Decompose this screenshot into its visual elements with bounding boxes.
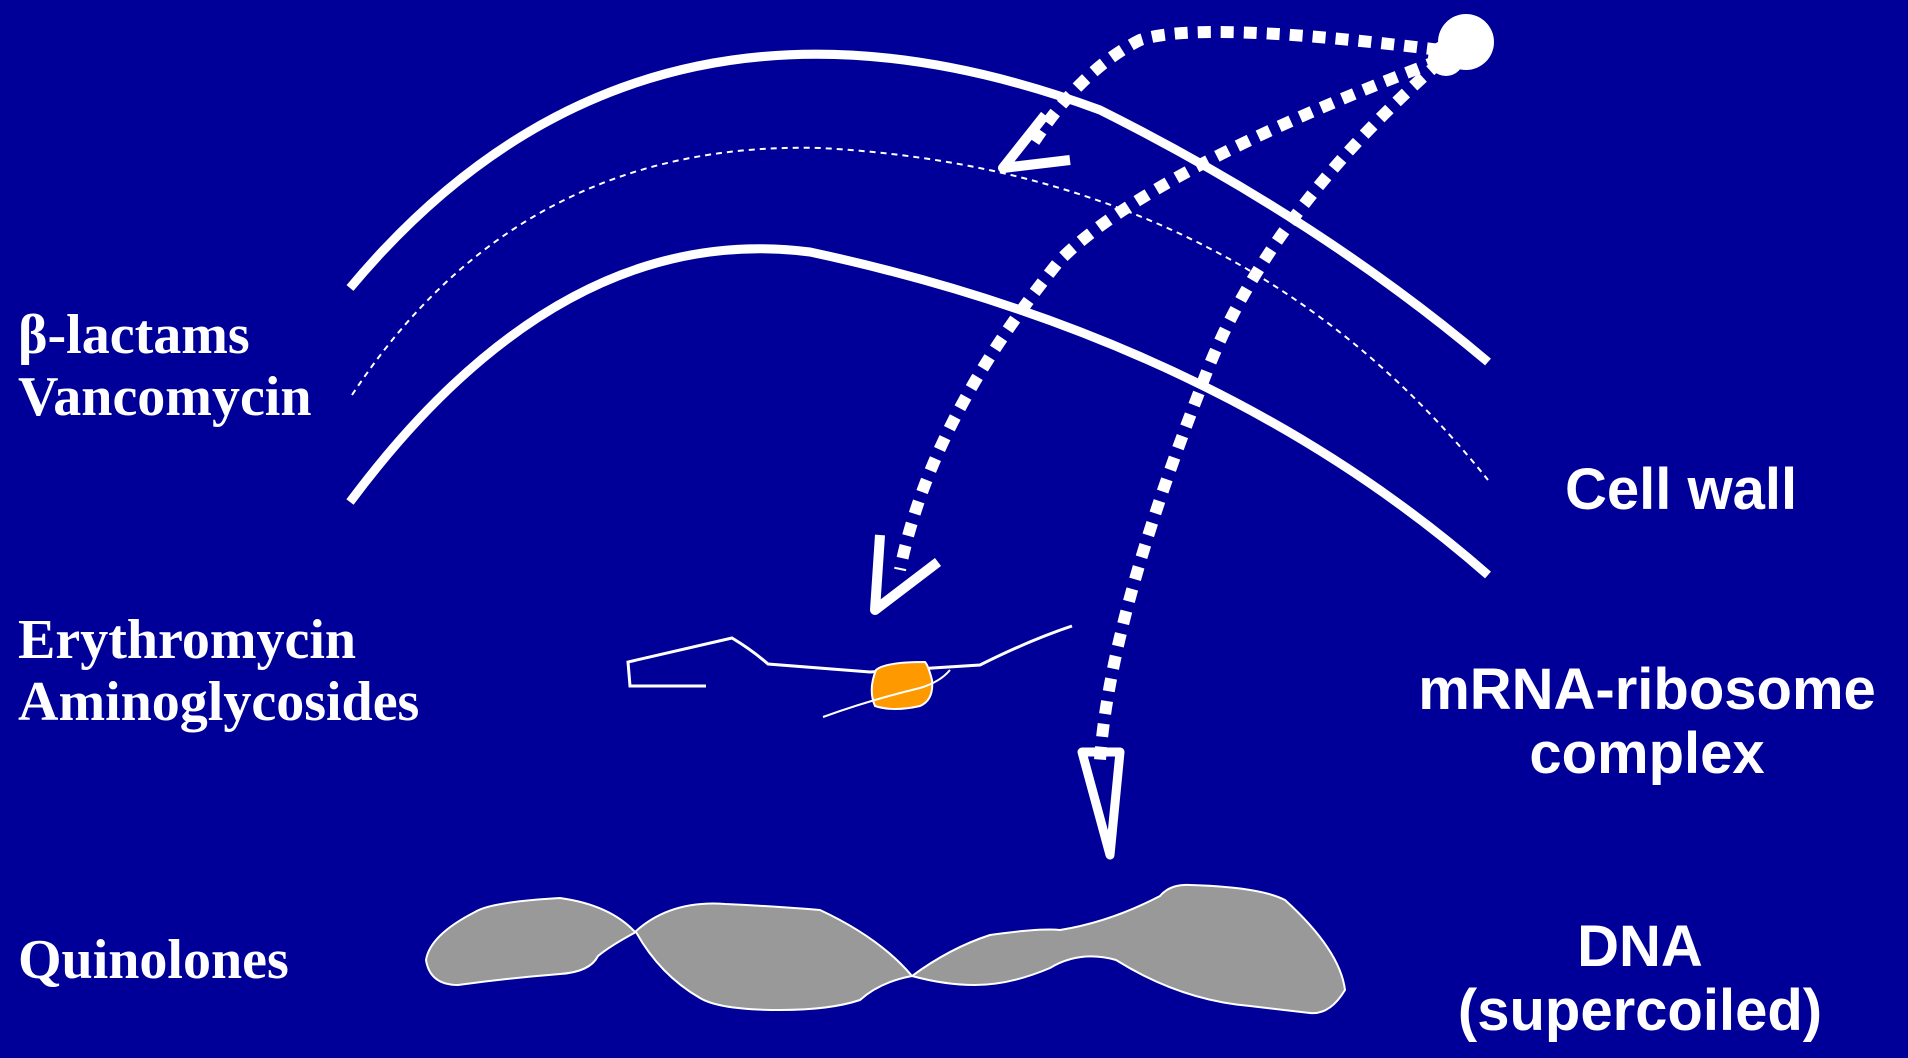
target-label-dna: DNA (supercoiled) — [1440, 915, 1840, 1043]
target-label-mrna-ribosome-line2: complex — [1529, 720, 1765, 786]
arrow-head-dna — [1077, 747, 1125, 860]
drug-label-group-dna: Quinolones — [18, 929, 289, 992]
target-label-mrna-ribosome-line1: mRNA-ribosome — [1418, 657, 1876, 722]
cell-wall-dashed-arc — [351, 146, 1489, 481]
cell-wall-inner-arc — [346, 244, 1491, 579]
arrow-head-cell-wall — [998, 111, 1071, 173]
dna-supercoil — [424, 883, 1347, 1015]
target-label-cell-wall: Cell wall — [1565, 458, 1797, 522]
drug-label-beta-lactams: β-lactams — [18, 304, 250, 366]
cell-wall-outer-arc — [346, 49, 1491, 366]
target-label-mrna-ribosome: mRNA-ribosome complex — [1392, 658, 1902, 786]
target-label-dna-line1: DNA — [1577, 914, 1703, 979]
ribosome-strand — [822, 669, 951, 718]
drug-label-erythromycin: Erythromycin — [18, 609, 357, 671]
drug-label-quinolones: Quinolones — [18, 929, 289, 991]
target-label-dna-line2: (supercoiled) — [1457, 977, 1823, 1043]
mrna-strand — [626, 624, 1073, 688]
drug-label-aminoglycosides: Aminoglycosides — [18, 670, 420, 733]
arrow-to-ribosome — [894, 54, 1443, 572]
drug-label-vancomycin: Vancomycin — [18, 365, 312, 428]
drug-label-group-ribosome: Erythromycin Aminoglycosides — [18, 609, 420, 733]
arrow-to-cell-wall — [1024, 26, 1441, 152]
ribosome — [870, 660, 934, 710]
drug-label-group-cell-wall: β-lactams Vancomycin — [18, 304, 312, 428]
arrow-to-dna — [1094, 57, 1444, 761]
target-label-cell-wall-text: Cell wall — [1565, 457, 1798, 522]
arrow-head-ribosome — [870, 534, 942, 615]
